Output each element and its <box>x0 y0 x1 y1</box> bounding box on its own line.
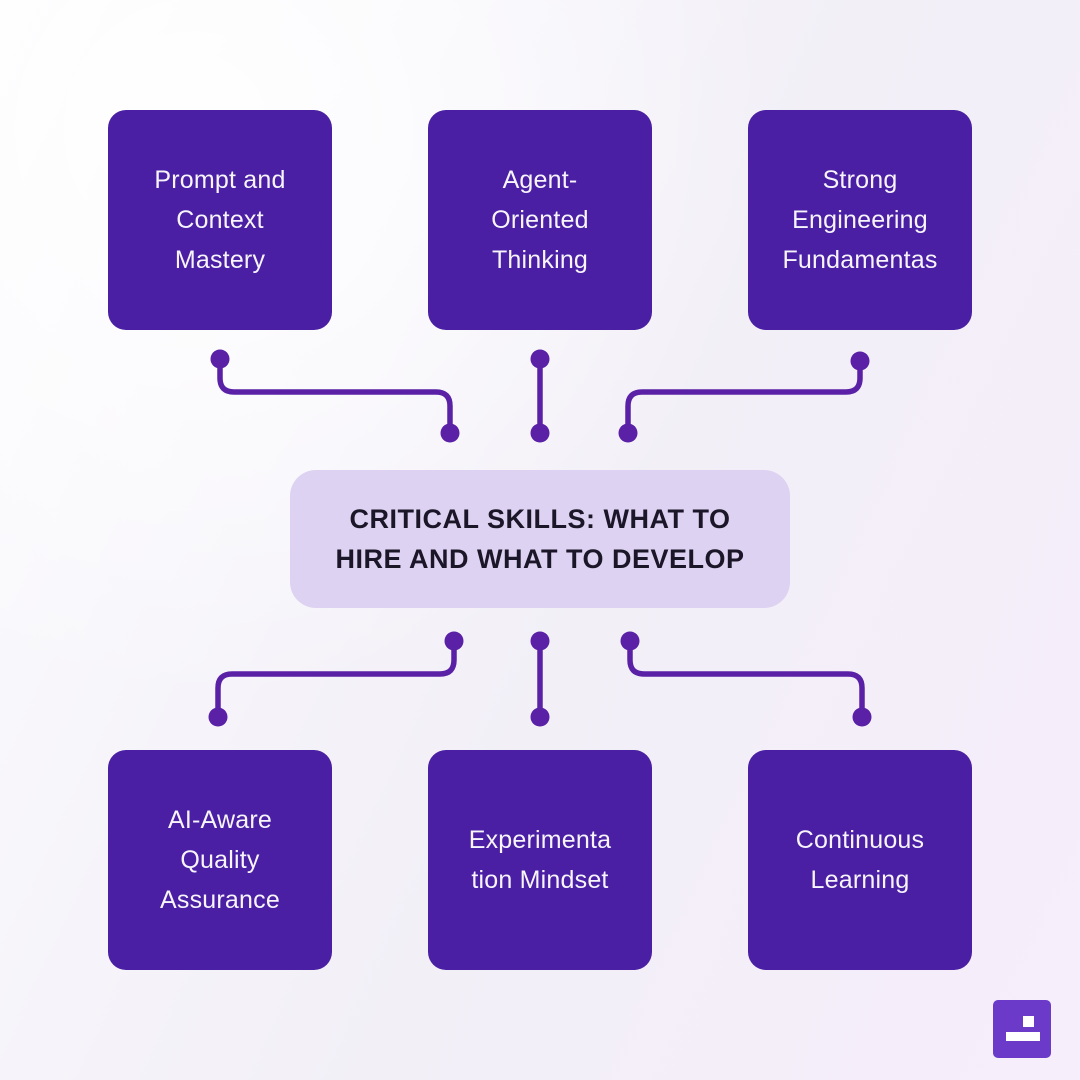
skill-box-label-line: Prompt and <box>154 166 286 194</box>
skill-box-agent-oriented-thinking: Agent- Oriented Thinking <box>428 110 652 330</box>
connector-dot <box>620 631 640 651</box>
connector-dot <box>208 707 228 727</box>
logo-square-glyph <box>1023 1016 1034 1027</box>
connector-top-right <box>618 351 870 443</box>
skill-box-label-line: Experimenta <box>468 826 612 854</box>
logo-bar-glyph <box>1006 1032 1040 1041</box>
connector-dot <box>530 631 550 651</box>
skill-box-label-line: Agent- <box>502 166 578 194</box>
connector-dot <box>440 423 460 443</box>
skill-box-label-line: Engineering <box>792 206 928 234</box>
connector-dot <box>444 631 464 651</box>
connector-bottom-middle <box>530 631 550 727</box>
skill-box-label-line: Thinking <box>491 246 589 274</box>
skill-box-label-line: Learning <box>810 866 910 894</box>
skill-box-continuous-learning: Continuous Learning <box>748 750 972 970</box>
skill-box-label-line: AI-Aware <box>168 806 272 834</box>
skill-box-prompt-and-context-mastery: Prompt and Context Mastery <box>108 110 332 330</box>
skill-box-label-line: Assurance <box>160 886 280 914</box>
skill-box-label-line: tion Mindset <box>471 866 609 894</box>
connector-dot <box>530 707 550 727</box>
connector-dot <box>530 349 550 369</box>
skill-box-label-line: Mastery <box>174 246 266 274</box>
connector-top-middle <box>530 349 550 443</box>
skill-box-ai-aware-quality-assurance: AI-Aware Quality Assurance <box>108 750 332 970</box>
connector-bottom-right <box>620 631 872 727</box>
center-title-card: CRITICAL SKILLS: WHAT TO HIRE AND WHAT T… <box>290 470 790 608</box>
connector-dot <box>618 423 638 443</box>
center-title-line: CRITICAL SKILLS: WHAT TO <box>349 504 731 534</box>
skill-box-label-line: Strong <box>822 166 898 194</box>
connector-bottom-left <box>208 631 464 727</box>
skill-box-label-line: Fundamentas <box>782 246 938 274</box>
brand-logo-icon <box>993 1000 1051 1058</box>
skill-box-label-line: Oriented <box>491 206 589 234</box>
skill-box-label-line: Context <box>176 206 264 234</box>
connector-top-left <box>210 349 460 443</box>
skill-box-experimentation-mindset: Experimenta tion Mindset <box>428 750 652 970</box>
center-title-line: HIRE AND WHAT TO DEVELOP <box>335 544 745 574</box>
connector-dot <box>210 349 230 369</box>
connector-dot <box>852 707 872 727</box>
connector-dot <box>850 351 870 371</box>
connector-dot <box>530 423 550 443</box>
skill-box-label-line: Quality <box>180 846 260 874</box>
skill-box-strong-engineering-fundamentas: Strong Engineering Fundamentas <box>748 110 972 330</box>
skill-box-label-line: Continuous <box>795 826 925 854</box>
